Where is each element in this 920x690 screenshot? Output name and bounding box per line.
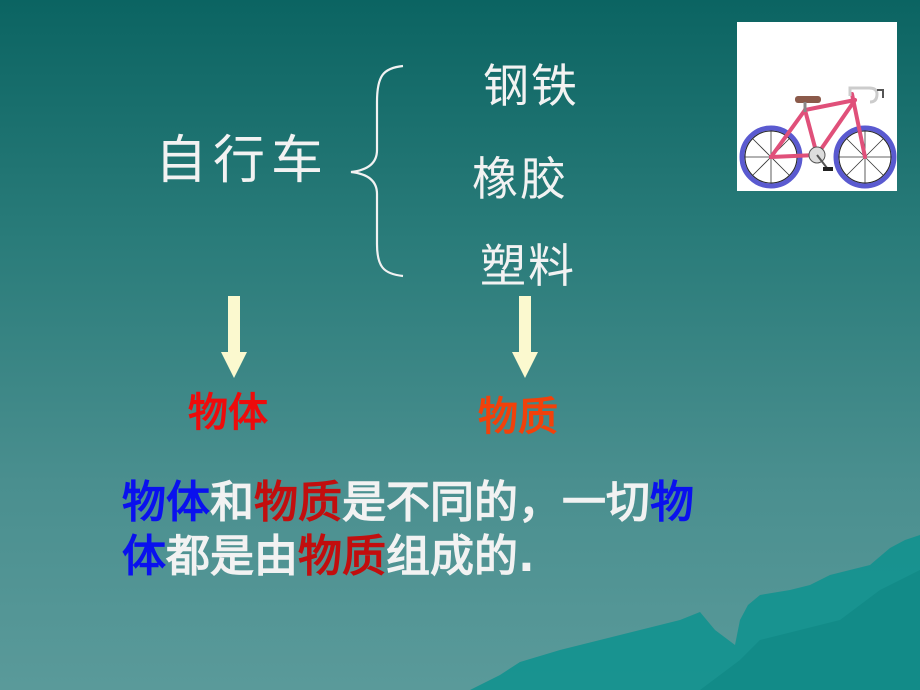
material-rubber: 橡胶 — [472, 152, 568, 206]
label-object: 物体 — [188, 390, 268, 436]
sentence-word: 是不同的，一切 — [342, 477, 650, 528]
arrow-down-icon — [221, 296, 247, 378]
curly-brace — [350, 64, 404, 278]
bicycle-icon — [739, 86, 897, 189]
sentence-word: 体 — [122, 531, 166, 582]
sentence-word: 组成的. — [386, 531, 535, 582]
sentence-word: 和 — [210, 477, 254, 528]
sentence-word: 都是由 — [166, 531, 298, 582]
sentence-word: 物质 — [254, 477, 342, 528]
material-steel: 钢铁 — [483, 59, 579, 113]
bicycle-image — [737, 22, 897, 191]
label-substance: 物质 — [478, 394, 558, 440]
material-plastic: 塑料 — [480, 239, 576, 293]
arrow-down-icon — [512, 296, 538, 378]
sentence-word: 物质 — [298, 531, 386, 582]
slide-title: 自行车 — [155, 131, 330, 191]
conclusion-sentence: 物体和物质是不同的，一切物 体都是由物质组成的. — [122, 476, 822, 584]
sentence-word: 物体 — [122, 477, 210, 528]
sentence-line-2: 体都是由物质组成的. — [122, 530, 822, 584]
sentence-word: 物 — [650, 477, 694, 528]
sentence-line-1: 物体和物质是不同的，一切物 — [122, 476, 822, 530]
